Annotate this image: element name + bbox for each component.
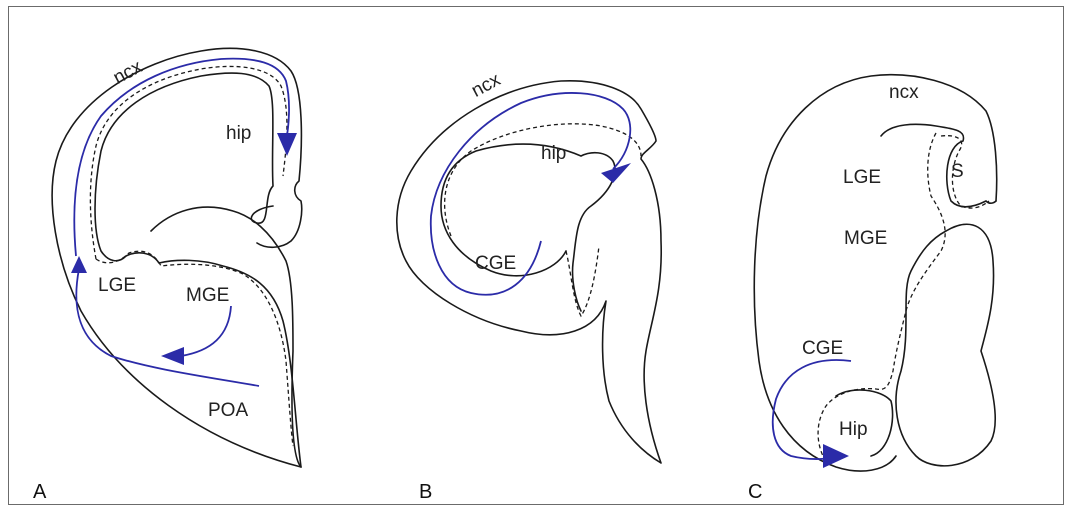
panel-a-migration-ncx bbox=[74, 59, 289, 256]
panel-c: ncx S LGE MGE CGE Hip C bbox=[748, 75, 997, 503]
panel-a: ncx hip LGE MGE POA A bbox=[33, 48, 302, 503]
panel-c-label-mge: MGE bbox=[844, 228, 887, 249]
panel-a-inner-outline bbox=[95, 73, 301, 467]
panel-c-outer-outline bbox=[754, 75, 996, 471]
panel-a-arrowhead-lge bbox=[71, 256, 87, 273]
panel-c-label-hip: Hip bbox=[839, 419, 868, 440]
diagram-canvas: ncx hip LGE MGE POA A ncx hip CGE B ncx … bbox=[9, 7, 1065, 506]
panel-c-label-s: S bbox=[951, 161, 964, 182]
panel-c-s-region-outline bbox=[881, 124, 996, 206]
panel-a-letter: A bbox=[33, 481, 47, 503]
panel-a-label-mge: MGE bbox=[186, 285, 229, 306]
panel-a-migration-mge bbox=[181, 306, 231, 356]
panel-b-label-cge: CGE bbox=[475, 253, 516, 274]
panel-c-label-ncx: ncx bbox=[889, 82, 919, 103]
panel-c-right-hemisphere bbox=[896, 224, 995, 466]
panel-c-letter: C bbox=[748, 481, 762, 503]
panel-c-label-cge: CGE bbox=[802, 338, 843, 359]
panel-a-label-lge: LGE bbox=[98, 275, 136, 296]
panel-a-arrowhead-mge bbox=[161, 347, 184, 365]
panel-a-arrowhead-hip bbox=[277, 133, 297, 156]
panel-b-migration-ncx bbox=[431, 93, 631, 295]
panel-b-letter: B bbox=[419, 481, 432, 503]
panel-a-label-hip: hip bbox=[226, 123, 251, 144]
panel-b-outer-outline bbox=[397, 81, 661, 463]
panel-c-s-dashed bbox=[941, 136, 989, 208]
panel-c-ventricular-zone bbox=[818, 133, 945, 456]
panel-a-label-poa: POA bbox=[208, 400, 248, 421]
figure-frame: ncx hip LGE MGE POA A ncx hip CGE B ncx … bbox=[8, 6, 1064, 505]
panel-a-outer-outline bbox=[52, 48, 302, 467]
panel-c-migration-cge bbox=[773, 360, 851, 459]
panel-b-label-hip: hip bbox=[541, 143, 566, 164]
panel-a-ventricular-zone bbox=[90, 66, 293, 446]
panel-b: ncx hip CGE B bbox=[397, 69, 661, 503]
panel-c-label-lge: LGE bbox=[843, 167, 881, 188]
panel-c-arrowhead-hip bbox=[823, 444, 849, 468]
panel-b-inner-outline bbox=[441, 144, 615, 311]
